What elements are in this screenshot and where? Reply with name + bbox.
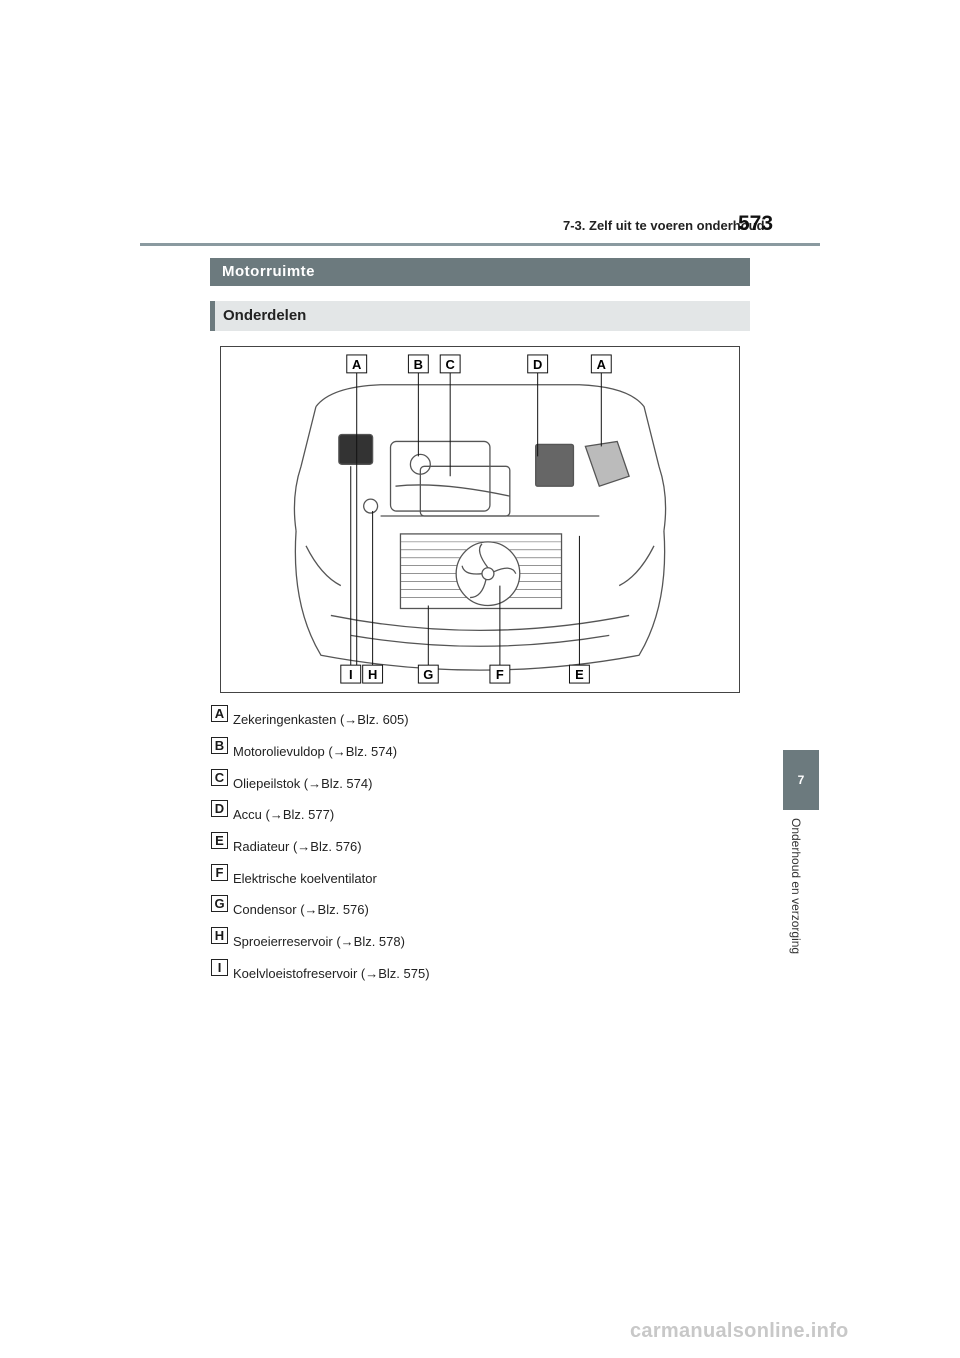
hood-outline xyxy=(315,384,667,532)
legend-text: Radiateur (→Blz. 576) xyxy=(233,839,362,855)
legend-key: G xyxy=(211,895,228,913)
legend-key: A xyxy=(211,705,228,723)
section-heading: Motorruimte xyxy=(210,258,750,286)
legend-item: D Accu (→Blz. 577) xyxy=(211,799,751,831)
header-rule xyxy=(140,243,820,246)
callout-bottom-2: H xyxy=(368,667,377,682)
callout-top-1: A xyxy=(352,357,361,372)
engine-cover xyxy=(389,440,491,512)
legend-key: E xyxy=(211,832,228,850)
page-number: 573 xyxy=(738,212,774,235)
legend-text: Zekeringenkasten (→Blz. 605) xyxy=(233,712,409,728)
subsection-heading: Onderdelen xyxy=(210,301,750,331)
legend-item: I Koelvloeistofreservoir (→Blz. 575) xyxy=(211,958,751,990)
fuse-box-left xyxy=(338,433,374,465)
callout-top-3: C xyxy=(446,357,455,372)
chapter-label: Onderhoud en verzorging xyxy=(789,818,803,955)
callout-top-2: B xyxy=(414,357,423,372)
parts-legend: A Zekeringenkasten (→Blz. 605) B Motorol… xyxy=(211,704,751,989)
legend-text: Oliepeilstok (→Blz. 574) xyxy=(233,775,373,791)
engine-bay-illustration: A B C D A I H G F E xyxy=(220,346,740,693)
headlight-left xyxy=(305,545,342,587)
legend-item: H Sproeierreservoir (→Blz. 578) xyxy=(211,926,751,958)
radiator xyxy=(399,533,563,610)
legend-key: H xyxy=(211,927,228,945)
section-title: 7-3. Zelf uit te voeren onderhoud xyxy=(563,218,765,233)
watermark: carmanualsonline.info xyxy=(630,1320,849,1342)
legend-item: A Zekeringenkasten (→Blz. 605) xyxy=(211,704,751,736)
engine-bay-drawing: A B C D A I H G F E xyxy=(293,354,667,684)
fuse-box-right xyxy=(584,440,630,488)
callout-top-5: A xyxy=(597,357,606,372)
callout-bottom-1: I xyxy=(349,667,353,682)
callout-top-4: D xyxy=(533,357,542,372)
legend-key: I xyxy=(211,958,228,976)
legend-item: G Condensor (→Blz. 576) xyxy=(211,894,751,926)
legend-text: Sproeierreservoir (→Blz. 578) xyxy=(233,934,405,950)
legend-key: F xyxy=(211,863,228,881)
legend-text: Elektrische koelventilator xyxy=(233,870,377,886)
battery xyxy=(535,443,575,487)
legend-text: Koelvloeistofreservoir (→Blz. 575) xyxy=(233,965,430,981)
chapter-tab: 7 xyxy=(783,750,819,810)
legend-key: C xyxy=(211,768,228,786)
callout-bottom-4: F xyxy=(496,667,504,682)
legend-item: E Radiateur (→Blz. 576) xyxy=(211,831,751,863)
bottom-callouts: I H G F E xyxy=(340,664,590,684)
legend-key: B xyxy=(211,737,228,755)
callout-bottom-5: E xyxy=(575,667,584,682)
legend-text: Accu (→Blz. 577) xyxy=(233,807,335,823)
washer-cap xyxy=(363,498,379,514)
legend-item: F Elektrische koelventilator xyxy=(211,862,751,894)
bumper-lower xyxy=(350,634,610,647)
front-bumper xyxy=(294,530,666,671)
engine-top xyxy=(419,465,511,517)
cooling-fan xyxy=(455,541,521,607)
legend-item: C Oliepeilstok (→Blz. 574) xyxy=(211,767,751,799)
callout-bottom-3: G xyxy=(423,667,433,682)
top-callouts: A B C D A xyxy=(346,354,612,374)
legend-item: B Motorolievuldop (→Blz. 574) xyxy=(211,736,751,768)
legend-key: D xyxy=(211,800,228,818)
legend-text: Condensor (→Blz. 576) xyxy=(233,902,369,918)
headlight-right xyxy=(618,545,655,587)
fender-left xyxy=(293,406,317,532)
bumper-line xyxy=(330,614,630,632)
legend-text: Motorolievuldop (→Blz. 574) xyxy=(233,744,398,760)
